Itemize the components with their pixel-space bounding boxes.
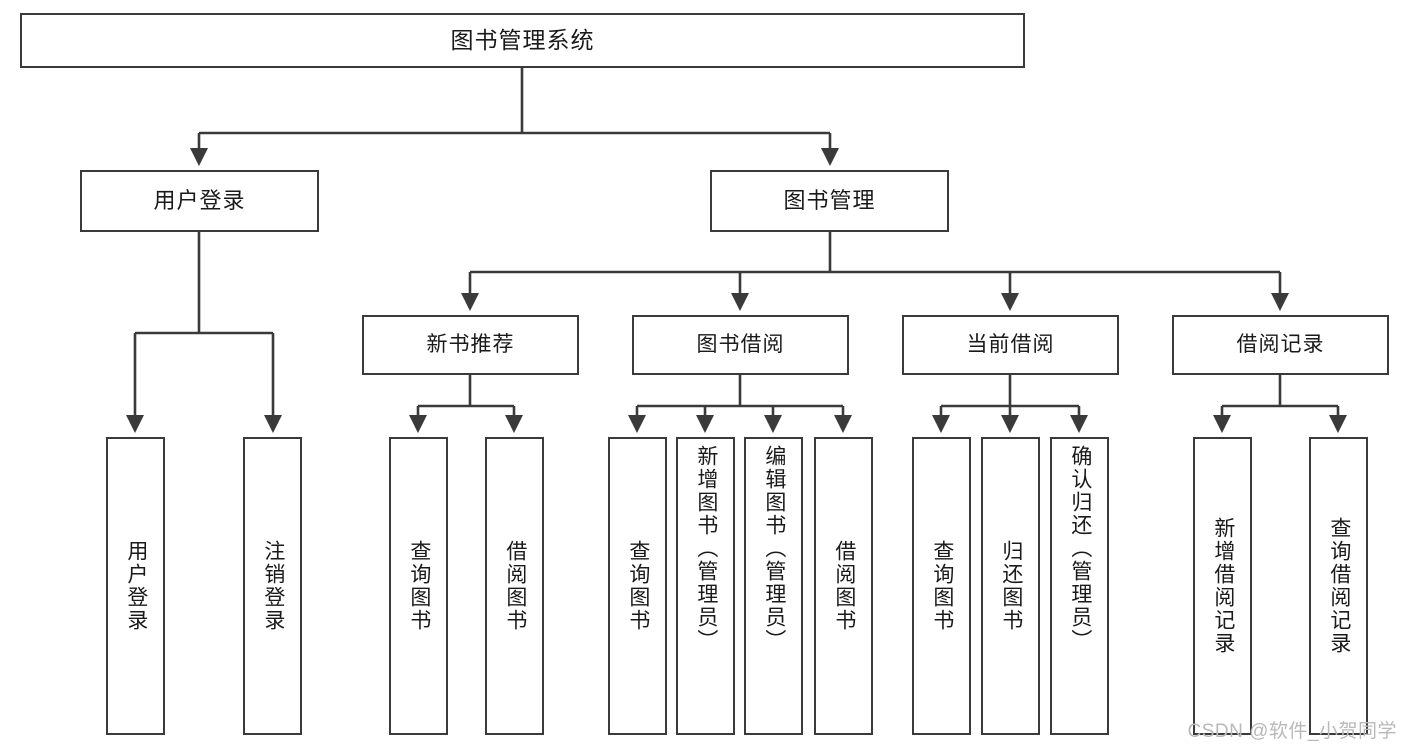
node-borrow-record-label: 借阅记录 — [1236, 332, 1325, 356]
leaf-add-book-admin[interactable]: 新增图书（管理员） — [676, 437, 735, 735]
node-new-book-recommend-label: 新书推荐 — [426, 332, 515, 356]
leaf-borrow-book[interactable]: 借阅图书 — [814, 437, 873, 735]
leaf-query-book-borrow-label: 查询图书 — [626, 540, 650, 632]
leaf-query-borrow-record-label: 查询借阅记录 — [1327, 517, 1351, 655]
node-user-login[interactable]: 用户登录 — [80, 170, 319, 232]
leaf-add-borrow-record-label: 新增借阅记录 — [1211, 517, 1235, 655]
node-root-label: 图书管理系统 — [450, 27, 595, 54]
leaf-add-borrow-record[interactable]: 新增借阅记录 — [1193, 437, 1252, 735]
node-book-borrow-label: 图书借阅 — [696, 332, 785, 356]
node-new-book-recommend[interactable]: 新书推荐 — [362, 315, 579, 375]
leaf-edit-book-admin-label: 编辑图书（管理员） — [762, 445, 786, 652]
leaf-confirm-return-admin-label: 确认归还（管理员） — [1068, 445, 1092, 652]
leaf-user-login[interactable]: 用户登录 — [106, 437, 165, 735]
leaf-return-book-label: 归还图书 — [999, 540, 1023, 632]
node-book-manage-label: 图书管理 — [783, 188, 876, 214]
leaf-return-book[interactable]: 归还图书 — [981, 437, 1040, 735]
node-current-borrow[interactable]: 当前借阅 — [902, 315, 1119, 375]
leaf-query-book-current[interactable]: 查询图书 — [912, 437, 971, 735]
leaf-query-book-rec-label: 查询图书 — [407, 540, 431, 632]
leaf-borrow-book-label: 借阅图书 — [832, 540, 856, 632]
node-root[interactable]: 图书管理系统 — [20, 13, 1025, 68]
leaf-borrow-book-rec-label: 借阅图书 — [503, 540, 527, 632]
leaf-confirm-return-admin[interactable]: 确认归还（管理员） — [1050, 437, 1109, 735]
watermark: CSDN @软件_小贺同学 — [1187, 721, 1397, 742]
leaf-edit-book-admin[interactable]: 编辑图书（管理员） — [744, 437, 803, 735]
leaf-query-book-current-label: 查询图书 — [930, 540, 954, 632]
leaf-user-login-label: 用户登录 — [124, 540, 148, 632]
leaf-borrow-book-rec[interactable]: 借阅图书 — [485, 437, 544, 735]
node-user-login-label: 用户登录 — [153, 188, 246, 214]
leaf-logout-label: 注销登录 — [261, 540, 285, 632]
leaf-query-book-borrow[interactable]: 查询图书 — [608, 437, 667, 735]
leaf-logout[interactable]: 注销登录 — [243, 437, 302, 735]
node-book-borrow[interactable]: 图书借阅 — [632, 315, 849, 375]
leaf-query-book-rec[interactable]: 查询图书 — [389, 437, 448, 735]
leaf-add-book-admin-label: 新增图书（管理员） — [694, 445, 718, 652]
leaf-query-borrow-record[interactable]: 查询借阅记录 — [1309, 437, 1368, 735]
node-borrow-record[interactable]: 借阅记录 — [1172, 315, 1389, 375]
node-current-borrow-label: 当前借阅 — [966, 332, 1055, 356]
node-book-manage[interactable]: 图书管理 — [710, 170, 949, 232]
